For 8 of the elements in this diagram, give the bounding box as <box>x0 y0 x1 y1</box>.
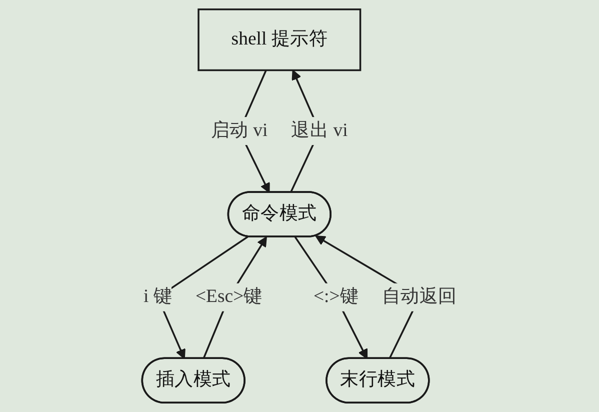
edge-label: <:>键 <box>313 286 359 307</box>
edge-label: 退出 vi <box>291 120 348 140</box>
edge-label: i 键 <box>143 286 172 307</box>
edge-label: 自动返回 <box>382 286 457 307</box>
edge-label: <Esc>键 <box>195 286 262 307</box>
node-box: shell 提示符 <box>198 8 362 72</box>
edge-label: 启动 vi <box>210 120 268 140</box>
arrow <box>294 236 368 360</box>
